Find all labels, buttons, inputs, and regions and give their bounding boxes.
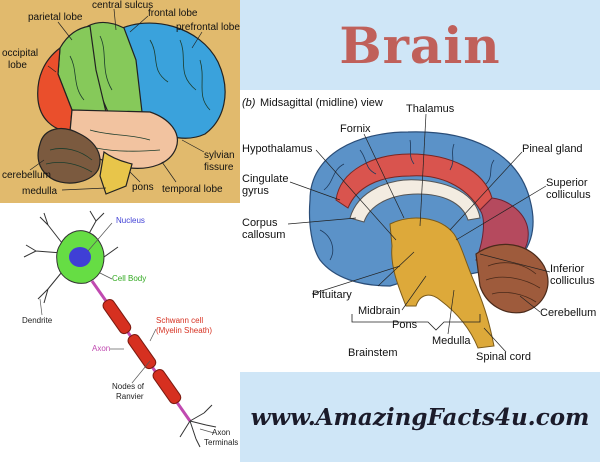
lateral-brain-svg: central sulcus parietal lobe frontal lob… (2, 0, 240, 197)
label-pituitary: Pituitary (312, 289, 352, 301)
label-schwann-cell: Schwann cell (156, 316, 203, 325)
label-brainstem: Brainstem (348, 347, 398, 359)
brainstem-bracket (351, 314, 481, 331)
brainstem-region (99, 150, 133, 195)
label-myelin-sheath: (Myelin Sheath) (156, 326, 212, 335)
label-parietal-lobe: parietal lobe (28, 12, 83, 23)
label-sylvian: sylvian (204, 150, 235, 161)
label-cerebellum: Cerebellum (540, 307, 596, 319)
label-dendrite: Dendrite (22, 316, 53, 325)
dendrite-branches (23, 210, 119, 304)
label-hypothalamus: Hypothalamus (242, 143, 313, 155)
label-thalamus: Thalamus (406, 103, 455, 115)
sagittal-leader-lines (287, 113, 551, 353)
label-callosum: callosum (242, 229, 285, 241)
label-occipital: occipital (2, 48, 38, 59)
label-medulla: Medulla (432, 335, 471, 347)
label-ranvier: Ranvier (116, 392, 144, 401)
axon-terminal-branches (179, 404, 217, 448)
label-nodes-of: Nodes of (112, 382, 145, 391)
label-gyrus: gyrus (242, 185, 269, 197)
label-cingulate: Cingulate (242, 173, 288, 185)
label-pons: Pons (392, 319, 418, 331)
caption-letter: (b) (242, 97, 256, 109)
label-cell-body: Cell Body (112, 274, 146, 283)
label-spinal-cord: Spinal cord (476, 351, 531, 363)
sagittal-gyri-lines (319, 139, 495, 261)
label-superior: Superior (546, 177, 588, 189)
lateral-brain-diagram: central sulcus parietal lobe frontal lob… (0, 0, 240, 203)
label-temporal-lobe: temporal lobe (162, 184, 223, 195)
label-pineal-gland: Pineal gland (522, 143, 583, 155)
label-fornix: Fornix (340, 123, 371, 135)
label-midbrain: Midbrain (358, 305, 400, 317)
label-nucleus: Nucleus (116, 216, 145, 225)
nucleus-shape (69, 247, 91, 267)
website-url: www.AmazingFacts4u.com (250, 403, 590, 431)
label-cerebellum: cerebellum (2, 170, 51, 181)
midsagittal-brain-diagram: (b) Midsagittal (midline) view Thalamus … (240, 90, 600, 372)
cerebellum-folia (485, 262, 541, 303)
caption-text: Midsagittal (midline) view (260, 97, 383, 109)
neuron-svg: Nucleus Cell Body Dendrite Schwann cell … (22, 210, 238, 448)
label-fissure: fissure (204, 162, 234, 173)
cerebellum-region (37, 127, 101, 184)
myelin-sheath-segments (102, 299, 182, 405)
label-frontal-lobe: frontal lobe (148, 8, 198, 19)
gyri-lines (45, 35, 211, 173)
label-axon-terminals-1: Axon (212, 428, 230, 437)
midsagittal-svg: (b) Midsagittal (midline) view Thalamus … (242, 97, 596, 363)
label-central-sulcus: central sulcus (92, 0, 153, 11)
cerebellum-shape (475, 243, 549, 314)
label-axon-terminals-2: Terminals (204, 438, 238, 447)
label-superior-colliculus: colliculus (546, 189, 591, 201)
brainstem-shape (389, 217, 495, 349)
label-axon: Axon (92, 344, 110, 353)
neuron-diagram: Nucleus Cell Body Dendrite Schwann cell … (0, 203, 240, 462)
label-pons: pons (132, 182, 154, 193)
label-corpus: Corpus (242, 217, 278, 229)
label-medulla: medulla (22, 186, 57, 197)
label-prefrontal-lobe: prefrontal lobe (176, 22, 240, 33)
label-occipital-lobe: lobe (8, 60, 27, 71)
page-title: Brain (339, 15, 501, 75)
neuron-leader-lines (39, 222, 215, 434)
lateral-leader-lines (29, 8, 205, 191)
label-inferior-colliculus: colliculus (550, 275, 595, 287)
label-inferior: Inferior (550, 263, 585, 275)
